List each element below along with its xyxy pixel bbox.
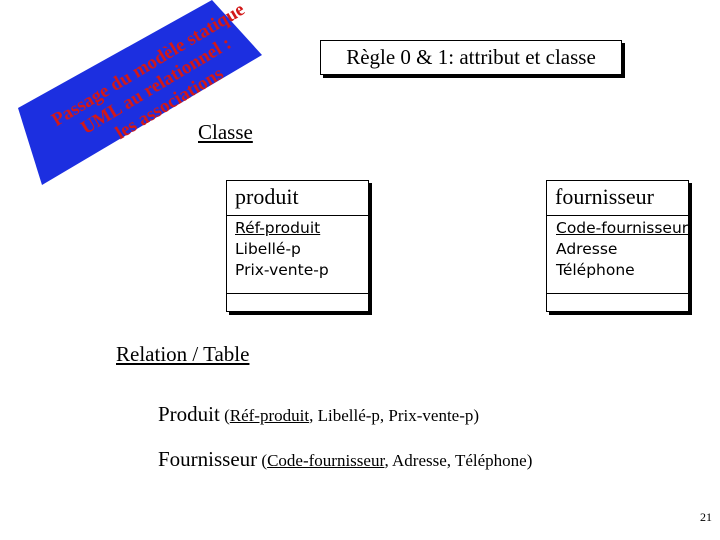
relation-rest: , Libellé-p, Prix-vente-p) (309, 406, 480, 425)
rule-title-box: Règle 0 & 1: attribut et classe (320, 40, 622, 75)
relation-key: Code-fournisseur (267, 451, 385, 470)
class-name: fournisseur (547, 181, 688, 216)
class-box-produit: produit Réf-produit Libellé-p Prix-vente… (226, 180, 369, 312)
class-attribute: Code-fournisseur (556, 219, 689, 237)
page-number: 21 (700, 510, 712, 524)
relation-name: Produit (158, 402, 220, 426)
section-class-label: Classe (198, 120, 253, 144)
section-relation-label: Relation / Table (116, 342, 250, 366)
banner-line-1: Passage du modèle statique (48, 0, 248, 131)
relation-key: Réf-produit (229, 406, 310, 425)
relation-name: Fournisseur (158, 447, 258, 471)
rule-title: Règle 0 & 1: attribut et classe (346, 45, 596, 69)
class-attribute: Libellé-p (235, 240, 301, 258)
class-attributes: Code-fournisseur Adresse Téléphone (547, 216, 688, 293)
relation-fournisseur: Fournisseur (Code-fournisseur, Adresse, … (158, 447, 532, 472)
class-name: produit (227, 181, 368, 216)
class-attribute: Prix-vente-p (235, 261, 329, 279)
class-attribute: Téléphone (556, 261, 635, 279)
class-attribute: Adresse (556, 240, 618, 258)
relation-rest: , Adresse, Téléphone) (384, 451, 533, 470)
class-attribute: Réf-produit (235, 219, 321, 237)
class-operations (547, 293, 688, 311)
relation-open: ( (219, 406, 230, 425)
class-attributes: Réf-produit Libellé-p Prix-vente-p (227, 216, 368, 293)
class-operations (227, 293, 368, 311)
relation-open: ( (257, 451, 268, 470)
relation-produit: Produit (Réf-produit, Libellé-p, Prix-ve… (158, 402, 479, 427)
class-box-fournisseur: fournisseur Code-fournisseur Adresse Tél… (546, 180, 689, 312)
banner-shape (18, 0, 262, 185)
